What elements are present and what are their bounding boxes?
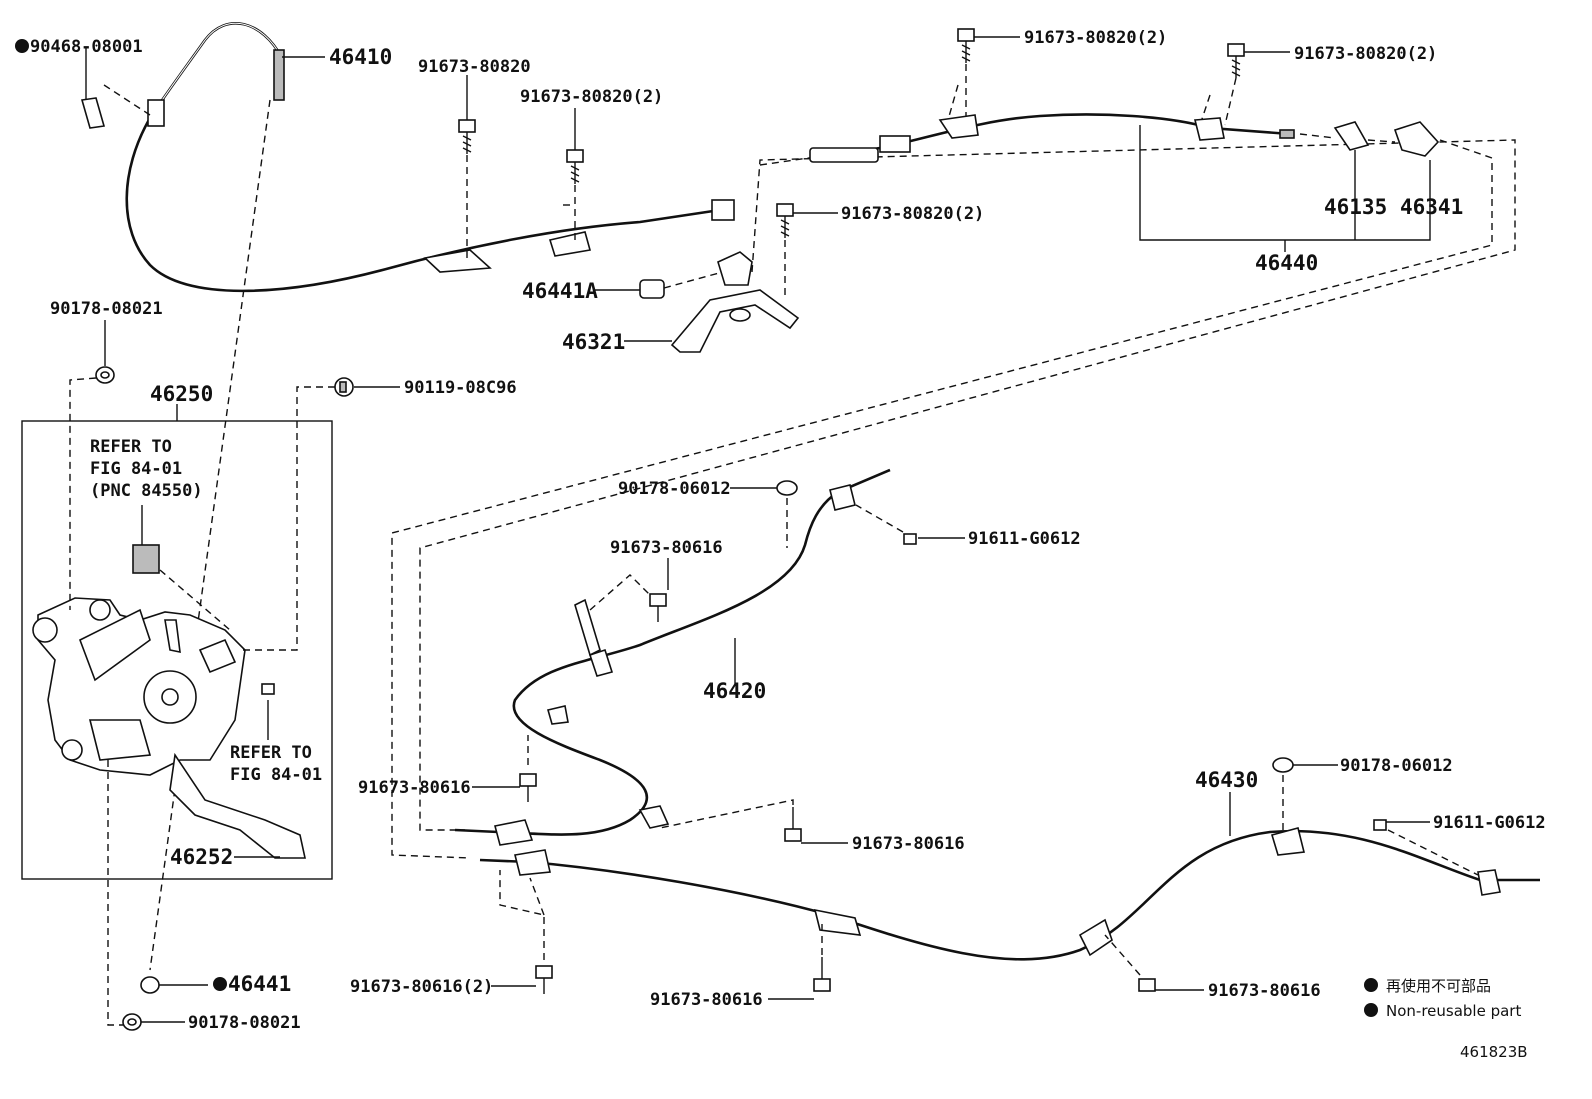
cable-assembly-46440 <box>809 113 1440 163</box>
label-46440: 46440 <box>1255 251 1318 275</box>
non-reusable-marker-icon <box>1364 1003 1378 1017</box>
label-90119-08C96: 90119-08C96 <box>404 378 517 398</box>
label-46430: 46430 <box>1195 768 1258 792</box>
cable-clamp-left <box>423 249 492 273</box>
refer-note-2-line2: FIG 84-01 <box>230 765 322 785</box>
bolt-icon <box>566 149 584 184</box>
label-91673-80820-2-d: 91673-80820(2) <box>1294 44 1437 64</box>
nut-90178-06012-b <box>1272 757 1294 773</box>
bolt-icon <box>903 533 917 545</box>
bracket-46321 <box>670 251 800 353</box>
cable-clip <box>147 99 165 127</box>
label-90178-08021-bottom: 90178-08021 <box>188 1013 301 1033</box>
label-46252: 46252 <box>170 845 233 869</box>
label-46135: 46135 <box>1324 195 1387 219</box>
label-46321: 46321 <box>562 330 625 354</box>
label-90178-06012-a: 90178-06012 <box>618 479 731 499</box>
refer-note-2-line1: REFER TO <box>230 743 312 763</box>
switch-84550 <box>132 544 160 574</box>
label-91673-80820-2-c: 91673-80820(2) <box>1024 28 1167 48</box>
bolt-icon <box>784 807 802 842</box>
cable-46420 <box>454 468 891 846</box>
bolt-icon <box>1138 978 1156 992</box>
nut-46441 <box>140 976 160 994</box>
label-46420: 46420 <box>703 679 766 703</box>
refer-note-1-line2: FIG 84-01 <box>90 459 182 479</box>
label-46441: 46441 <box>228 972 291 996</box>
bushing-icon <box>89 599 111 621</box>
figure-id: 461823B <box>1460 1043 1528 1061</box>
bushing-icon <box>32 617 58 643</box>
bolt-icon <box>813 957 831 992</box>
bolt-icon <box>1227 43 1245 78</box>
nut-90178-08021-top <box>95 366 115 384</box>
label-91673-80616-2: 91673-80616(2) <box>350 977 493 997</box>
bolt-icon <box>519 773 537 802</box>
pin-90468-08001 <box>80 97 106 129</box>
bolt-icon <box>535 965 553 994</box>
label-91673-80616-d: 91673-80616 <box>650 990 763 1010</box>
equalizer-46135 <box>1333 121 1370 151</box>
label-90468-08001: 90468-08001 <box>30 37 143 57</box>
cable-end-46410 <box>273 49 285 101</box>
part-labels: 90468-08001 46410 91673-80820 91673-8082… <box>15 28 1546 1033</box>
legend-japanese: 再使用不可部品 <box>1386 977 1491 995</box>
label-46441A: 46441A <box>522 279 598 303</box>
clip-90119-08C96 <box>334 377 354 397</box>
label-46250: 46250 <box>150 382 213 406</box>
label-91673-80616-b: 91673-80616 <box>358 778 471 798</box>
bolt-icon <box>957 28 975 63</box>
cable-46430 <box>479 827 1540 961</box>
non-reusable-marker-icon <box>1364 978 1378 992</box>
refer-note-1-line3: (PNC 84550) <box>90 481 203 501</box>
label-90178-06012-b: 90178-06012 <box>1340 756 1453 776</box>
refer-note-1-line1: REFER TO <box>90 437 172 457</box>
label-91673-80820-2-b: 91673-80820(2) <box>841 204 984 224</box>
bushing-icon <box>61 739 83 761</box>
label-46341: 46341 <box>1400 195 1463 219</box>
label-91673-80820: 91673-80820 <box>418 57 531 77</box>
equalizer-46341 <box>1393 121 1440 157</box>
nut-90178-08021-bottom <box>122 1013 142 1031</box>
label-91611-G0612-b: 91611-G0612 <box>1433 813 1546 833</box>
cable-clamp-right <box>548 231 592 257</box>
legend: 再使用不可部品 Non-reusable part <box>1364 977 1521 1020</box>
cable-bracket <box>711 199 735 221</box>
nut-90178-06012-a <box>776 480 798 496</box>
grommet-46441A <box>639 279 665 299</box>
bolt-icon <box>261 683 275 695</box>
legend-english: Non-reusable part <box>1386 1002 1521 1020</box>
front-cable-46410 <box>80 22 735 293</box>
label-91611-G0612-a: 91611-G0612 <box>968 529 1081 549</box>
bolt-icon <box>776 203 794 238</box>
non-reusable-marker-icon <box>15 39 29 53</box>
label-46410: 46410 <box>329 45 392 69</box>
label-91673-80616-c: 91673-80616 <box>852 834 965 854</box>
bolt-icon <box>649 593 667 622</box>
bolt-icon <box>458 119 476 154</box>
lever-assembly-46250 <box>32 597 306 859</box>
non-reusable-marker-icon <box>213 977 227 991</box>
label-91673-80616-a: 91673-80616 <box>610 538 723 558</box>
label-91673-80820-2-a: 91673-80820(2) <box>520 87 663 107</box>
label-90178-08021-top: 90178-08021 <box>50 299 163 319</box>
label-91673-80616-e: 91673-80616 <box>1208 981 1321 1001</box>
bolt-icon <box>1373 819 1387 831</box>
